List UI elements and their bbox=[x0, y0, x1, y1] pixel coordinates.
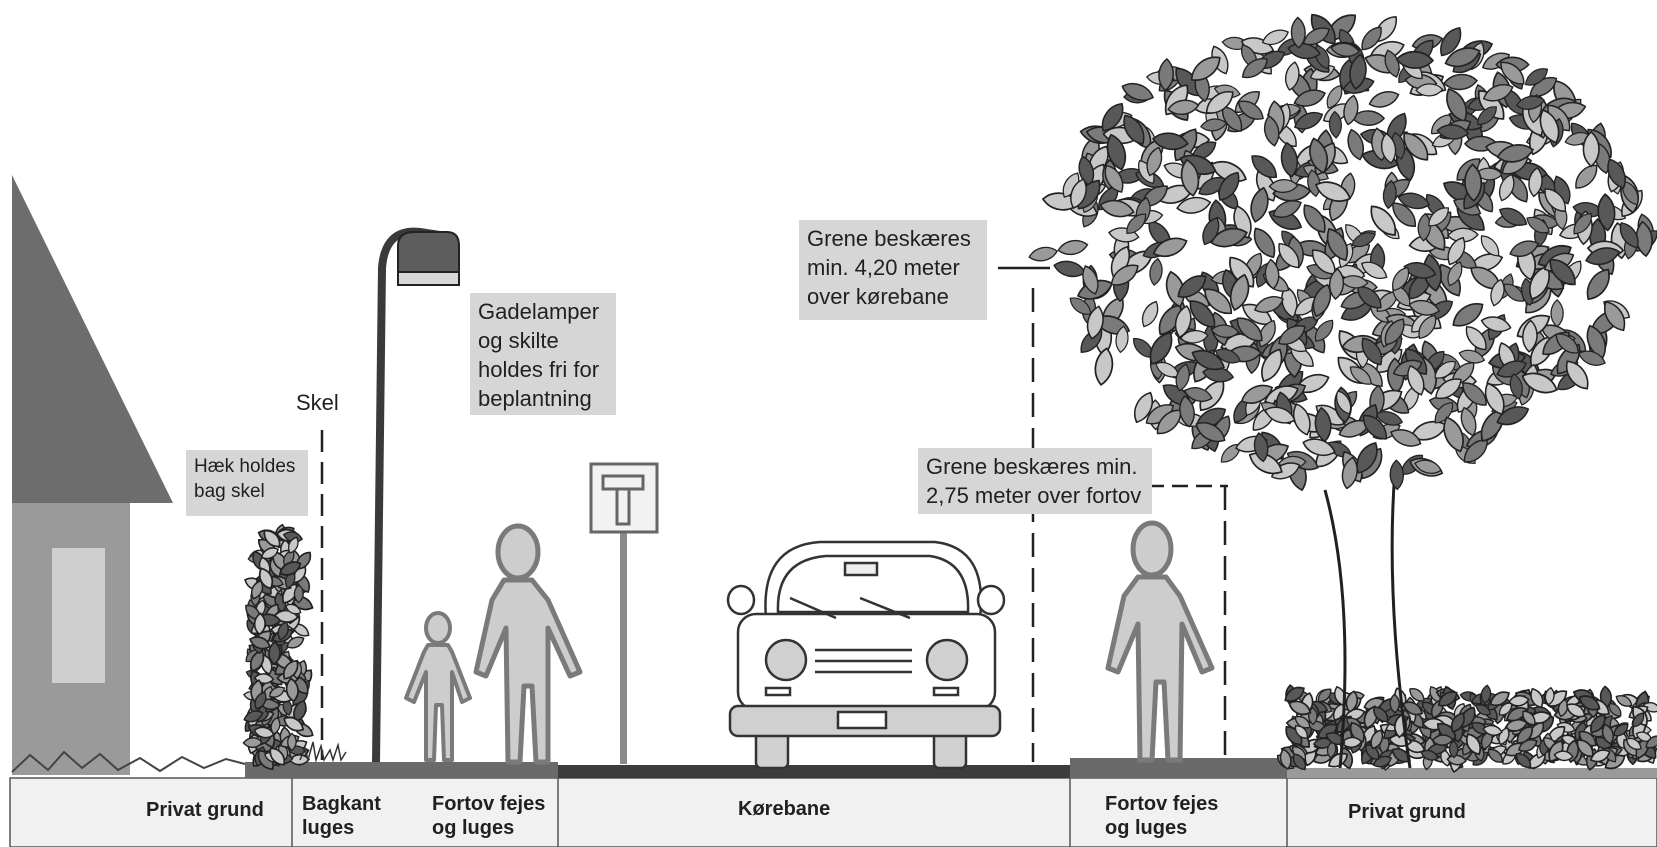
zone-road: Kørebane bbox=[738, 798, 831, 820]
zone-private-right: Privat grund bbox=[1348, 801, 1466, 823]
street-lamp-icon bbox=[372, 227, 460, 763]
leaf bbox=[1389, 459, 1405, 491]
sidewalk-right-surface bbox=[1070, 758, 1287, 778]
weeds-icon bbox=[299, 741, 347, 763]
branch-sidewalk-note: Grene beskæres min. 2,75 meter over fort… bbox=[918, 448, 1152, 514]
house-icon bbox=[12, 175, 173, 775]
sidewalk-left-surface bbox=[245, 762, 558, 778]
skel-label: Skel bbox=[296, 390, 339, 415]
branch-road-note: Grene beskæres min. 4,20 meter over køre… bbox=[799, 220, 987, 320]
private-right-surface bbox=[1287, 768, 1657, 778]
leaf bbox=[1570, 160, 1603, 194]
leaf bbox=[293, 584, 305, 604]
adult-figure-left-icon bbox=[473, 523, 583, 765]
leaf bbox=[1550, 299, 1564, 328]
grass-line bbox=[11, 750, 246, 773]
zone-sidewalk-right: Fortov fejes og luges bbox=[1105, 793, 1219, 839]
leaf bbox=[1056, 237, 1090, 258]
zone-bagkant: Bagkant luges bbox=[302, 793, 381, 839]
leaf bbox=[1147, 257, 1165, 287]
leaf bbox=[1051, 257, 1088, 281]
tree-icon bbox=[1027, 8, 1657, 769]
lamp-sign-note: Gadelamper og skilte holdes fri for bepl… bbox=[470, 293, 616, 415]
leaf bbox=[286, 732, 297, 752]
hedge-left-icon bbox=[240, 522, 317, 774]
leaf bbox=[1027, 244, 1060, 265]
zone-sidewalk-left: Fortov fejes og luges bbox=[432, 793, 546, 839]
zone-private-left: Privat grund bbox=[146, 799, 264, 821]
leaf bbox=[1091, 346, 1116, 387]
hedge-note: Hæk holdes bag skel bbox=[186, 450, 308, 516]
clearance-lines bbox=[998, 266, 1228, 762]
hedge-right-icon bbox=[1273, 682, 1657, 774]
ground-strip bbox=[9, 777, 1657, 847]
road-surface bbox=[558, 765, 1070, 778]
road-sign-icon bbox=[589, 462, 659, 764]
child-figure-icon bbox=[404, 611, 472, 762]
leaf bbox=[1366, 87, 1402, 112]
car-icon bbox=[726, 540, 1006, 770]
adult-figure-right-icon bbox=[1105, 520, 1215, 763]
leaf bbox=[1137, 298, 1163, 331]
